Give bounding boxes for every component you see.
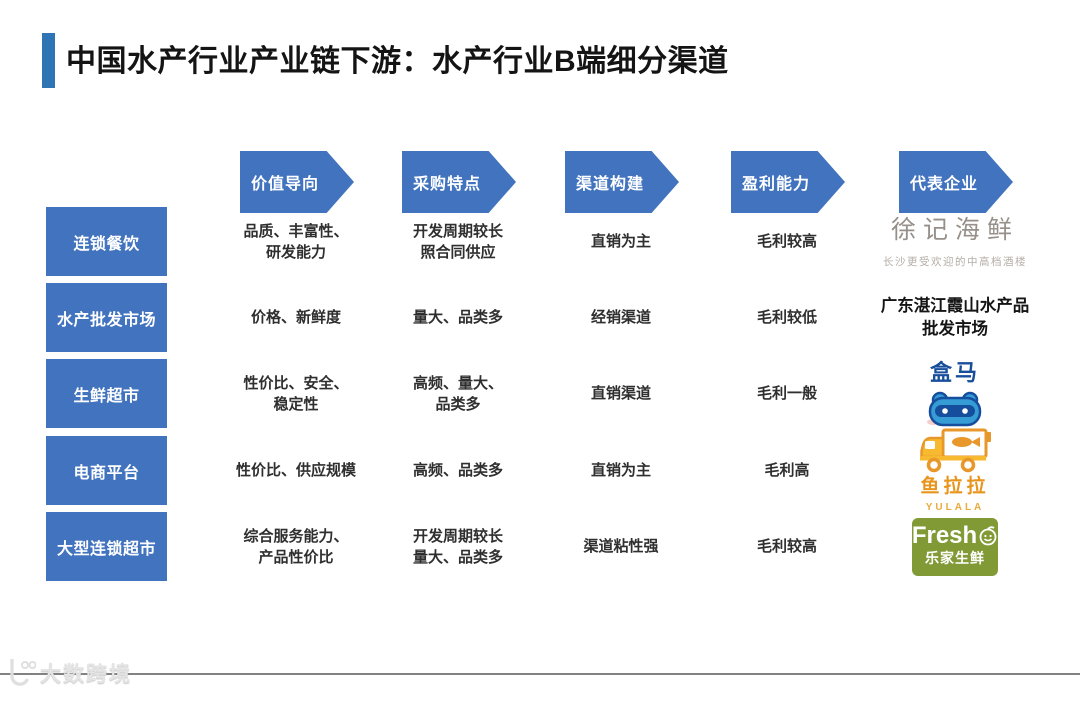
- cell-profitability-row5: 毛利较高: [756, 538, 817, 555]
- column-header-purchase-traits: 采购特点: [402, 151, 516, 213]
- cell-value-orientation-row4: 性价比、供应规模: [235, 462, 356, 479]
- yulala-logo: 鱼拉拉 YULALA: [918, 426, 992, 516]
- column-header-label: 盈利能力: [741, 176, 810, 193]
- xuji-seafood-logo: 徐记海鲜 长沙更受欢迎的中高档酒楼: [883, 213, 1027, 270]
- cell-channel-structure-row2: 经销渠道: [590, 309, 651, 326]
- cell-value-orientation-row2: 价格、新鲜度: [250, 309, 341, 326]
- xuji-seafood-logo-text: 徐记海鲜: [890, 216, 1019, 245]
- yulala-truck-icon: [920, 428, 991, 472]
- company-xuji-seafood: 徐记海鲜 长沙更受欢迎的中高档酒楼: [858, 207, 1052, 276]
- cell-profitability-row4: 毛利高: [764, 462, 810, 479]
- cell-value-orientation-row5: 综合服务能力、 产品性价比: [243, 527, 349, 566]
- cell-channel-structure-row4: 直销为主: [590, 462, 651, 479]
- cell-profitability-row2: 毛利较低: [756, 309, 817, 326]
- watermark: 大数跨境: [6, 658, 132, 688]
- cell-purchase-traits-row4: 高频、品类多: [412, 462, 503, 479]
- column-header-label: 渠道构建: [575, 176, 644, 193]
- cell-purchase-traits-row5: 开发周期较长 量大、品类多: [412, 527, 503, 566]
- hema-logo: 盒马: [927, 358, 983, 429]
- row-header-seafood-wholesale-market: 水产批发市场: [46, 283, 167, 352]
- column-header-label: 采购特点: [412, 176, 481, 193]
- company-yulala: 鱼拉拉 YULALA: [858, 428, 1052, 513]
- column-header-label: 价值导向: [250, 176, 319, 193]
- footer-divider-line: [0, 673, 1080, 675]
- column-header-value-orientation: 价值导向: [240, 151, 354, 213]
- cell-purchase-traits-row1: 开发周期较长 照合同供应: [412, 222, 503, 261]
- hema-hippo-icon: [927, 391, 982, 427]
- cell-profitability-row3: 毛利一般: [756, 385, 817, 402]
- yulala-logo-subtext: YULALA: [925, 502, 985, 514]
- column-header-label: 代表企业: [909, 176, 978, 193]
- cell-channel-structure-row3: 直销渠道: [590, 385, 651, 402]
- cell-channel-structure-row5: 渠道粘性强: [583, 538, 659, 555]
- hema-logo-text: 盒马: [929, 360, 980, 386]
- column-header-profitability: 盈利能力: [731, 151, 845, 213]
- cell-channel-structure-row1: 直销为主: [590, 233, 651, 250]
- company-hema: 盒马: [858, 359, 1052, 428]
- fresh-lejia-logo-text: 乐家生鲜: [925, 550, 985, 567]
- fresh-brand-text: Fresh: [911, 522, 978, 550]
- row-header-ecommerce-platform: 电商平台: [46, 436, 167, 505]
- cell-value-orientation-row1: 品质、丰富性、 研发能力: [243, 222, 349, 261]
- cell-purchase-traits-row3: 高频、量大、 品类多: [412, 374, 503, 413]
- yulala-logo-text: 鱼拉拉: [920, 475, 990, 497]
- page-title: 中国水产行业产业链下游：水产行业B端细分渠道: [66, 45, 729, 78]
- row-header-fresh-supermarket: 生鲜超市: [46, 359, 167, 428]
- fresh-lejia-logo: Fresh 乐家生鲜: [911, 517, 998, 576]
- cell-purchase-traits-row2: 量大、品类多: [412, 309, 503, 326]
- xuji-seafood-tagline: 长沙更受欢迎的中高档酒楼: [883, 256, 1027, 269]
- cell-profitability-row1: 毛利较高: [756, 233, 817, 250]
- cell-value-orientation-row3: 性价比、安全、 稳定性: [243, 374, 349, 413]
- title-accent-bar: [42, 33, 55, 88]
- fresh-smiley-icon: [979, 526, 997, 546]
- row-header-chain-restaurants: 连锁餐饮: [46, 207, 167, 276]
- row-header-large-chain-supermarket: 大型连锁超市: [46, 512, 167, 581]
- watermark-text: 大数跨境: [40, 663, 132, 686]
- company-zhanjiang-xiashan-market: 广东湛江霞山水产品 批发市场: [880, 297, 1030, 338]
- column-header-channel-structure: 渠道构建: [565, 151, 679, 213]
- company-fresh-lejia: Fresh 乐家生鲜: [858, 512, 1052, 581]
- watermark-logo-icon: [10, 659, 36, 686]
- column-header-representative-companies: 代表企业: [899, 151, 1013, 213]
